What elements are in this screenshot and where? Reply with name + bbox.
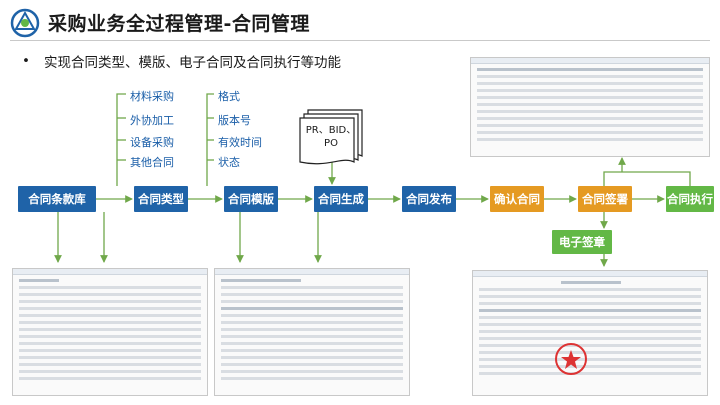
- type-option-3: 设备采购: [130, 136, 174, 149]
- flow-step-library: 合同条款库: [18, 186, 96, 212]
- flow-step-sign: 合同签署: [578, 186, 632, 212]
- type-option-1: 材料采购: [130, 90, 174, 103]
- title-divider: [10, 40, 710, 41]
- feature-bullet: • 实现合同类型、模版、电子合同及合同执行等功能: [22, 51, 341, 71]
- type-option-4: 其他合同: [130, 156, 174, 169]
- feature-description: 实现合同类型、模版、电子合同及合同执行等功能: [43, 55, 341, 71]
- flow-step-esign: 电子签章: [552, 230, 612, 254]
- contract-template-screenshot: [214, 268, 410, 396]
- template-option-2: 版本号: [218, 114, 251, 127]
- contract-list-screenshot: [470, 57, 710, 157]
- company-logo-icon: [10, 8, 40, 38]
- purchase-order-screenshot: [472, 270, 708, 396]
- red-seal-stamp-icon: [555, 343, 587, 375]
- documents-icon: [299, 109, 363, 165]
- source-docs-line2: PO: [324, 138, 338, 149]
- page-title: 采购业务全过程管理-合同管理: [48, 13, 310, 35]
- flow-step-generate: 合同生成: [314, 186, 368, 212]
- flow-step-type: 合同类型: [134, 186, 188, 212]
- flow-step-template: 合同模版: [224, 186, 278, 212]
- clause-library-screenshot: [12, 268, 208, 396]
- template-option-4: 状态: [218, 156, 240, 169]
- source-docs-line1: PR、BID、: [305, 125, 357, 136]
- flow-step-confirm: 确认合同: [490, 186, 544, 212]
- type-option-2: 外协加工: [130, 114, 174, 127]
- template-option-1: 格式: [218, 90, 240, 103]
- template-option-3: 有效时间: [218, 136, 262, 149]
- flow-step-execute: 合同执行: [666, 186, 714, 212]
- bullet-marker: •: [22, 53, 30, 69]
- source-docs-label: PR、BID、 PO: [300, 124, 362, 150]
- flow-step-publish: 合同发布: [402, 186, 456, 212]
